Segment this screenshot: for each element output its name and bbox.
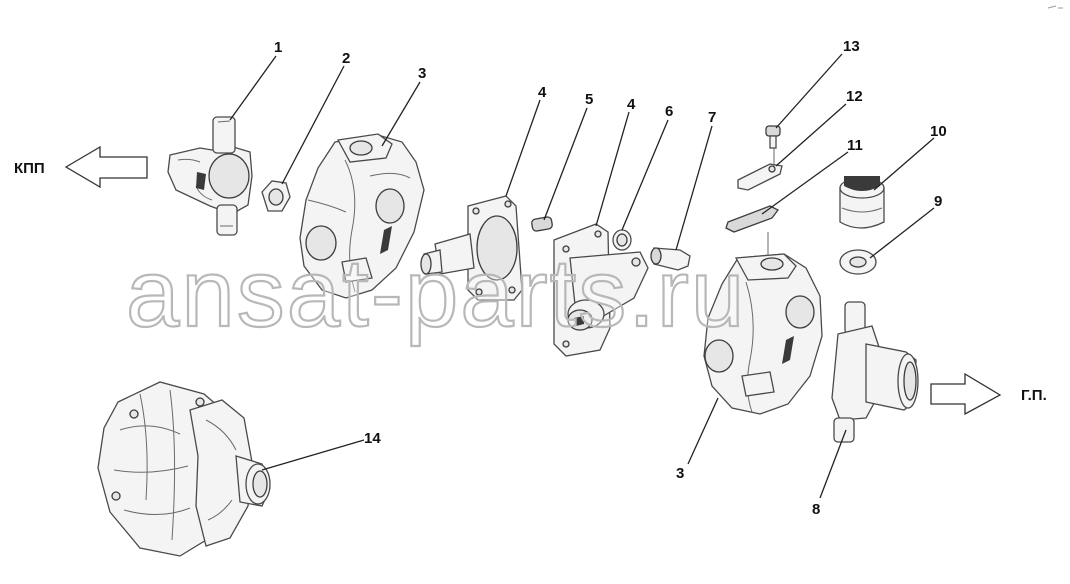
leader-4a: [505, 99, 541, 197]
callout-2: 2: [342, 50, 350, 67]
direction-left: КПП: [14, 145, 148, 189]
part-3-right-cage: [703, 253, 823, 415]
leader-11: [761, 151, 849, 215]
part-13-screw: [765, 125, 781, 149]
callout-12: 12: [846, 88, 863, 105]
part-8-yoke: [831, 301, 919, 443]
part-2-nut: [261, 180, 291, 212]
callout-13: 13: [843, 38, 860, 55]
part-4-left-flange: [420, 195, 523, 301]
part-1-yoke: [167, 116, 253, 236]
arrow-left-icon: [64, 145, 148, 189]
part-7-bolt: [650, 247, 691, 271]
leader-6: [621, 119, 669, 231]
leader-3a: [381, 81, 421, 147]
callout-8: 8: [812, 501, 820, 518]
callout-4-left: 4: [538, 84, 547, 101]
corner-mark: [1047, 5, 1063, 9]
callout-1: 1: [274, 39, 282, 56]
part-9-washer: [839, 249, 877, 275]
watermark-text: ansat-parts.ru: [126, 240, 746, 347]
leader-4b: [595, 111, 630, 227]
callout-3-right: 3: [676, 465, 684, 482]
leader-8: [819, 429, 847, 499]
callout-6: 6: [665, 103, 673, 120]
leader-lines: [229, 53, 935, 499]
callout-14: 14: [364, 430, 381, 447]
direction-left-label: КПП: [14, 160, 45, 177]
leader-10: [873, 137, 935, 191]
part-14-assembly: [97, 381, 271, 557]
leader-14: [261, 439, 365, 471]
callout-10: 10: [930, 123, 947, 140]
leader-2: [281, 65, 345, 185]
callout-7: 7: [708, 109, 716, 126]
direction-right: Г.П.: [930, 372, 1047, 416]
callout-4-right: 4: [627, 96, 636, 113]
leader-13: [775, 53, 843, 129]
callout-9: 9: [934, 193, 942, 210]
leader-1: [229, 55, 277, 121]
callout-11: 11: [847, 137, 863, 154]
part-5-pin: [531, 216, 553, 232]
callout-3-left: 3: [418, 65, 426, 82]
arrow-right-icon: [930, 372, 1002, 416]
direction-right-label: Г.П.: [1021, 387, 1047, 404]
part-4-right-flange: [553, 223, 649, 357]
leader-9: [869, 207, 935, 259]
leader-3b: [687, 397, 719, 465]
leader-5: [543, 107, 588, 221]
part-3-left-cage: [299, 133, 425, 299]
leader-12: [775, 103, 847, 167]
part-11-key: [725, 205, 779, 233]
part-12-lock-plate: [737, 163, 783, 191]
part-10-bushing: [839, 176, 885, 229]
callouts: 1 2 3 4 5 4 6 7 13 12 11 10 9 3 8 14: [274, 38, 947, 518]
callout-5: 5: [585, 91, 593, 108]
leader-7: [675, 125, 713, 251]
